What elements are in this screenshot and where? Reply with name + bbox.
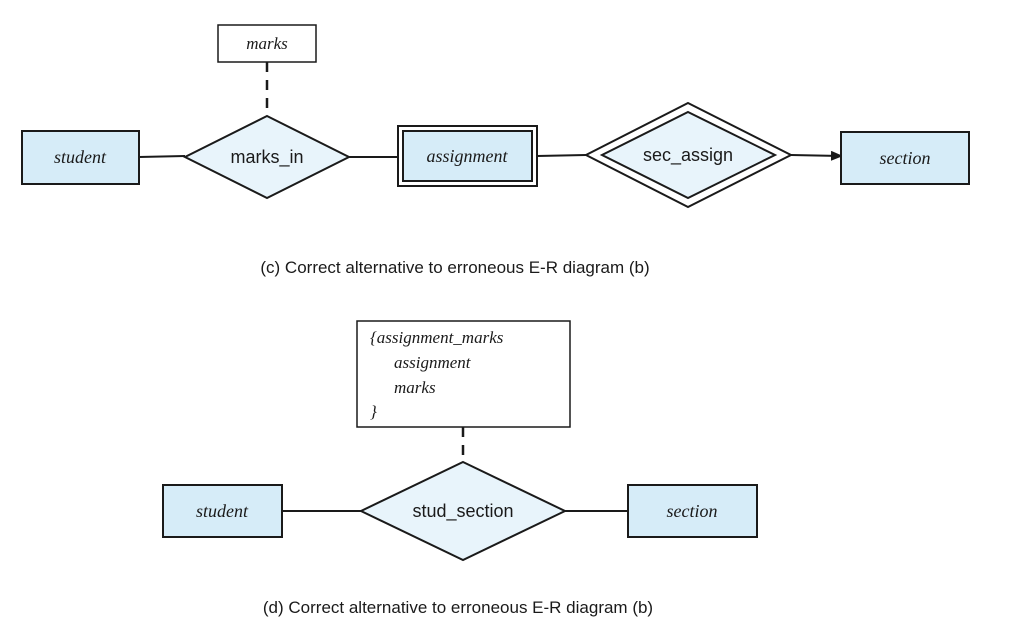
marks-in-label: marks_in: [230, 147, 303, 168]
caption-d: (d) Correct alternative to erroneous E-R…: [263, 598, 653, 617]
sec-assign-section-arrow: [790, 150, 843, 161]
attribute-line-1: {assignment_marks: [370, 328, 504, 347]
stud-section-relationship: stud_section: [358, 460, 568, 562]
attribute-line-2: assignment: [394, 353, 472, 372]
stud-section-label: stud_section: [412, 501, 513, 522]
student-entity-c: student: [21, 130, 140, 185]
sec-assign-label: sec_assign: [643, 145, 733, 166]
sec-assign-identifying-relationship: sec_assign: [583, 101, 794, 209]
student-marks-in-connector: [138, 155, 186, 158]
section-entity-label-d: section: [667, 501, 718, 521]
section-entity-label: section: [880, 148, 931, 168]
caption-c: (c) Correct alternative to erroneous E-R…: [260, 258, 649, 277]
student-entity-d: student: [162, 484, 283, 538]
section-entity-c: section: [840, 131, 970, 185]
student-entity-label-d: student: [196, 501, 249, 521]
section-entity-d: section: [627, 484, 758, 538]
marks-in-relationship: marks_in: [182, 114, 352, 200]
marks-attribute-label: marks: [246, 34, 288, 53]
attribute-line-3: marks: [394, 378, 436, 397]
assignment-sec-assign-connector: [536, 154, 587, 157]
diagram-d: {assignment_marks assignment marks } stu…: [162, 320, 758, 617]
diagram-c: marks student marks_in assignment sec_as…: [21, 24, 970, 277]
student-entity-label: student: [54, 147, 107, 167]
marks-attribute: marks: [217, 24, 317, 63]
assignment-entity-label: assignment: [427, 146, 509, 166]
attribute-line-4: }: [370, 402, 377, 421]
assignment-marks-attribute: {assignment_marks assignment marks }: [356, 320, 571, 428]
assignment-weak-entity: assignment: [397, 125, 538, 187]
